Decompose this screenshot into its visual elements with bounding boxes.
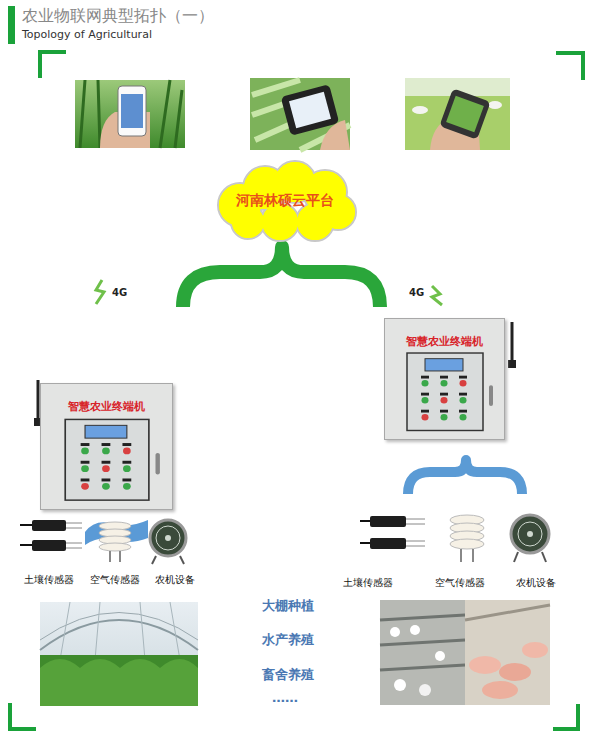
phone-photo <box>250 78 350 150</box>
green-brace <box>183 247 380 307</box>
signal-symbol <box>432 286 442 305</box>
terminal-box: 智慧农业终端机 <box>384 318 505 440</box>
subtitle: Topology of Agricultural <box>22 28 152 41</box>
network-label: 4G <box>112 287 127 299</box>
corner-brackets <box>10 52 583 729</box>
device-label: 土壤传感器 <box>24 574 74 586</box>
air-sensor <box>99 522 131 562</box>
signal-symbol <box>96 280 104 304</box>
fan <box>150 520 186 564</box>
terminal-name: 智慧农业终端机 <box>41 400 172 414</box>
phone-photo <box>75 80 185 148</box>
title: 农业物联网典型拓扑（一） <box>22 6 214 25</box>
terminal-box: 智慧农业终端机 <box>40 383 173 510</box>
air-sensor <box>450 515 484 562</box>
device-label: 农机设备 <box>155 574 195 586</box>
phone-photo <box>405 78 510 150</box>
blue-brace <box>408 460 522 494</box>
scene-label: 水产养殖 <box>262 632 314 648</box>
soil-sensor <box>360 516 425 549</box>
device-label: 空气传感器 <box>435 577 485 589</box>
terminal-name: 智慧农业终端机 <box>385 335 504 349</box>
cloud-node: 河南林硕云平台 <box>210 160 360 242</box>
scene-label: …… <box>272 690 298 706</box>
device-label: 农机设备 <box>516 577 556 589</box>
scene-label: 畜舍养殖 <box>262 667 314 683</box>
soil-sensor <box>20 520 82 551</box>
blue-brace <box>85 520 148 545</box>
platform-name: 河南林硕云平台 <box>236 192 334 210</box>
device-label: 土壤传感器 <box>343 577 393 589</box>
device-label: 空气传感器 <box>90 574 140 586</box>
fan <box>511 515 549 562</box>
greenhouse-photo <box>40 602 198 706</box>
network-label: 4G <box>409 287 424 299</box>
livestock-photo <box>380 600 550 705</box>
title-bar <box>8 6 15 44</box>
scene-label: 大棚种植 <box>262 598 314 614</box>
